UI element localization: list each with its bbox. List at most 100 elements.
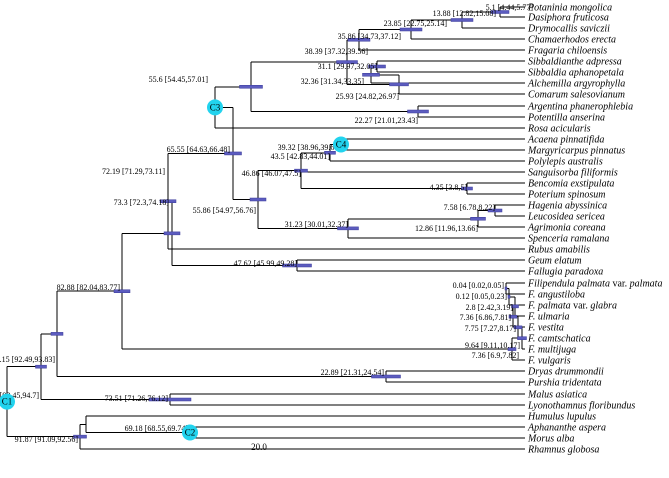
- node-age-bar: [490, 10, 510, 14]
- tip-label: Bencomia exstipulata: [528, 179, 614, 190]
- tip-label: Fragaria chiloensis: [527, 46, 607, 57]
- node-age-label: 38.39 [37.32,39.56]: [305, 47, 369, 56]
- tip-label: Rubus amabilis: [527, 245, 590, 256]
- node-age-bar: [461, 186, 473, 191]
- tip-label: Alchemilla argyrophylla: [527, 79, 625, 90]
- calibration-marker: [333, 136, 349, 153]
- node-age-bar: [73, 434, 87, 439]
- node-age-label: 69.18 [68.55,69.74]: [125, 424, 189, 433]
- tip-label: Sanguisorba filiformis: [528, 168, 618, 179]
- node-age-bar: [249, 197, 267, 202]
- tip-label: Aphananthe aspera: [527, 423, 606, 434]
- calibration-label: C3: [210, 102, 221, 112]
- tip-label: F. multijuga: [527, 345, 576, 356]
- node-age-bar: [239, 85, 263, 89]
- tip-label: Rhamnus globosa: [527, 445, 599, 456]
- node-age-label: 2.8 [2.42,3.19]: [466, 303, 514, 312]
- tip-label: Filipendula palmata var. palmata: [527, 279, 662, 290]
- tip-label: Purshia tridentata: [527, 378, 602, 389]
- tip-label: F. angustiloba: [527, 290, 585, 301]
- tip-label: Humulus lupulus: [527, 412, 596, 423]
- node-age-label: 0.12 [0.05,0.23]: [456, 292, 508, 301]
- tip-label: Potaninia mongolica: [527, 3, 612, 14]
- node-age-label: 73.3 [72.3,74.18]: [114, 198, 170, 207]
- tip-label: Hagenia abyssinica: [527, 201, 607, 212]
- node-age-label: 46.86 [46.07,47.5]: [242, 169, 302, 178]
- tip-label: Comarum salesovianum: [528, 90, 625, 101]
- calibration-label: C4: [336, 140, 347, 150]
- node-age-bar: [368, 64, 386, 69]
- node-age-bar: [389, 82, 409, 87]
- node-age-label: 55.86 [54.97,56.76]: [193, 206, 257, 215]
- tip-label: Argentina phanerophlebia: [527, 102, 633, 113]
- node-age-label: 5.1 [4.44,5.77]: [486, 3, 534, 12]
- node-age-label: 9.64 [9.11,10.17]: [465, 341, 520, 350]
- calibration-marker: [0, 393, 15, 410]
- node-age-label: 91.87 [91.09,92.56]: [15, 435, 79, 444]
- node-age-bar: [347, 38, 371, 42]
- node-age-bar: [508, 314, 518, 319]
- node-age-bar: [35, 364, 47, 369]
- scale-bar: 20.0: [213, 437, 305, 452]
- tip-label: Acaena pinnatifida: [527, 135, 604, 146]
- tip-label: Poterium spinosum: [527, 190, 606, 201]
- node-age-bar: [148, 397, 192, 402]
- node-age-bar: [470, 217, 486, 221]
- tip-label: Geum elatum: [528, 256, 582, 267]
- tip-label: Leucosidea sericea: [527, 212, 605, 223]
- node-age-label: 39.32 [38.96,39.66]: [278, 143, 342, 152]
- node-age-bar: [362, 73, 380, 77]
- tip-label: Dryas drummondii: [527, 367, 604, 378]
- calibration-label: C1: [2, 397, 13, 407]
- tip-label: Spenceria ramalana: [528, 234, 609, 245]
- tip-label: Fallugia paradoxa: [527, 267, 603, 278]
- tip-label: Margyricarpus pinnatus: [527, 146, 625, 157]
- node-age-label: 65.55 [64.63,66.48]: [167, 145, 231, 154]
- node-age-label: 7.58 [6.78,8.22]: [444, 203, 496, 212]
- tip-label: Sibbaldia aphanopetala: [528, 68, 624, 79]
- node-age-label: 4.35 [3.8,5]: [430, 183, 468, 192]
- node-age-label: 22.27 [21.01,23.43]: [355, 116, 419, 125]
- node-age-bar: [513, 325, 523, 330]
- node-age-label: 7.75 [7.27,8.17]: [465, 324, 517, 333]
- node-age-bar: [504, 286, 508, 291]
- node-age-label: 55.6 [54.45,57.01]: [149, 75, 209, 84]
- node-age-bar: [507, 347, 517, 351]
- tip-label: Potentilla anserina: [527, 113, 605, 124]
- calibration-marker: [207, 99, 223, 116]
- node-age-label: 22.89 [21.31,24.54]: [321, 368, 385, 377]
- node-age-bar: [337, 226, 359, 231]
- tip-label: F. vulgaris: [527, 356, 571, 367]
- tip-label: Sibbaldianthe adpressa: [528, 57, 622, 68]
- node-age-bar: [163, 231, 181, 236]
- node-age-label: 12.86 [11.96,13.66]: [415, 224, 478, 233]
- node-age-label: 0.04 [0.02,0.05]: [453, 281, 505, 290]
- node-age-label: 31.1 [29.97,32.05]: [318, 62, 378, 71]
- tip-label: Polylepis australis: [527, 157, 603, 168]
- node-age-bar: [159, 199, 177, 203]
- node-age-bar: [517, 336, 527, 340]
- node-age-bar: [507, 295, 511, 299]
- node-age-label: 43.5 [42.83,44.01]: [271, 152, 331, 161]
- node-age-bar: [407, 109, 429, 114]
- node-age-label: 93.15 [92.49,93.83]: [0, 355, 55, 364]
- node-age-bar: [113, 289, 131, 293]
- tip-label: Agrimonia coreana: [527, 223, 606, 234]
- tip-label: Lyonothamnus floribundus: [527, 401, 635, 412]
- node-age-label: 82.88 [82.04,83.77]: [57, 283, 121, 292]
- tip-label: Drymocallis saviczii: [527, 24, 610, 35]
- node-age-label: 72.19 [71.29,73.11]: [102, 167, 165, 176]
- node-age-bar: [450, 18, 474, 22]
- node-age-bar: [336, 60, 358, 64]
- node-age-bar: [224, 151, 242, 156]
- node-age-bar: [487, 208, 503, 213]
- node-age-label: 23.85 [22.75,25.14]: [384, 19, 448, 28]
- node-age-label: 32.36 [31.34,33.35]: [301, 77, 365, 86]
- node-age-bar: [399, 27, 423, 32]
- node-age-bar: [324, 151, 336, 155]
- tip-label: Chamaerhodos erecta: [528, 35, 616, 46]
- node-age-label: 47.62 [45.99,49.28]: [234, 259, 298, 268]
- node-age-label: 7.36 [6.86,7.81]: [460, 313, 512, 322]
